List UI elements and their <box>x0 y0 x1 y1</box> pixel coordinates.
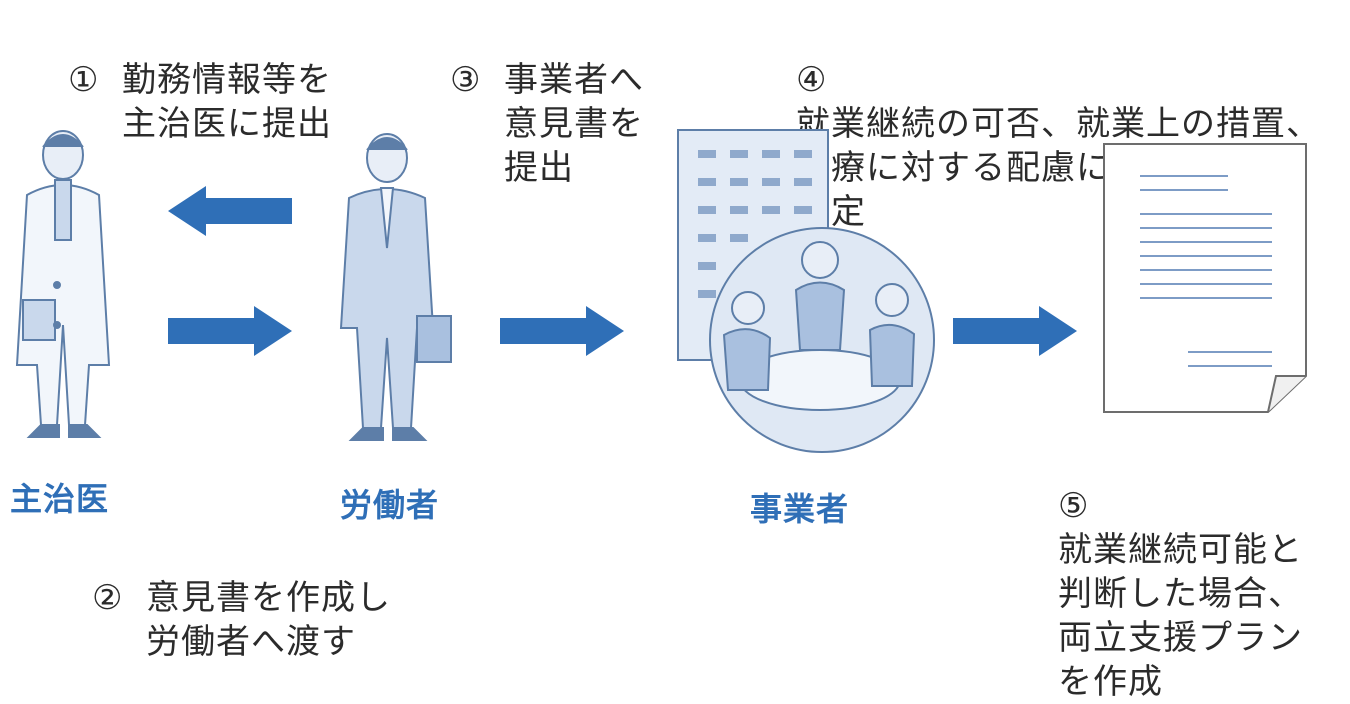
step-4-number: ④ <box>796 60 828 100</box>
employer-label: 事業者 <box>750 490 850 528</box>
step-5-number: ⑤ <box>1058 486 1090 526</box>
document-illustration-icon <box>1103 143 1307 413</box>
step-3-description: 事業者へ 意見書を 提出 <box>504 60 644 188</box>
doctor-label: 主治医 <box>10 480 110 518</box>
step-3-text: ③ 事業者へ 意見書を 提出 <box>450 14 644 190</box>
arrow-left-to-doctor-icon <box>168 186 292 236</box>
arrow-right-to-worker-icon <box>168 306 292 356</box>
step-2-description: 意見書を作成し 労働者へ渡す <box>146 578 391 662</box>
employer-illustration-icon <box>677 129 935 453</box>
arrow-right-to-document-icon <box>953 306 1077 356</box>
step-5-description: 就業継続可能と 判断した場合、 両立支援プラン を作成 <box>1058 530 1303 702</box>
step-2-text: ② 意見書を作成し 労働者へ渡す <box>92 532 391 664</box>
step-1-description: 勤務情報等を 主治医に提出 <box>122 60 332 144</box>
worker-label: 労働者 <box>340 486 440 524</box>
arrow-right-to-employer-icon <box>500 306 624 356</box>
step-3-number: ③ <box>450 60 482 100</box>
worker-illustration-icon <box>339 133 452 441</box>
step-1-number: ① <box>68 60 100 100</box>
step-1-text: ① 勤務情報等を 主治医に提出 <box>68 14 332 146</box>
doctor-illustration-icon <box>15 130 111 438</box>
step-2-number: ② <box>92 578 124 618</box>
step-5-text: ⑤就業継続可能と 判断した場合、 両立支援プラン を作成 <box>1058 440 1350 704</box>
